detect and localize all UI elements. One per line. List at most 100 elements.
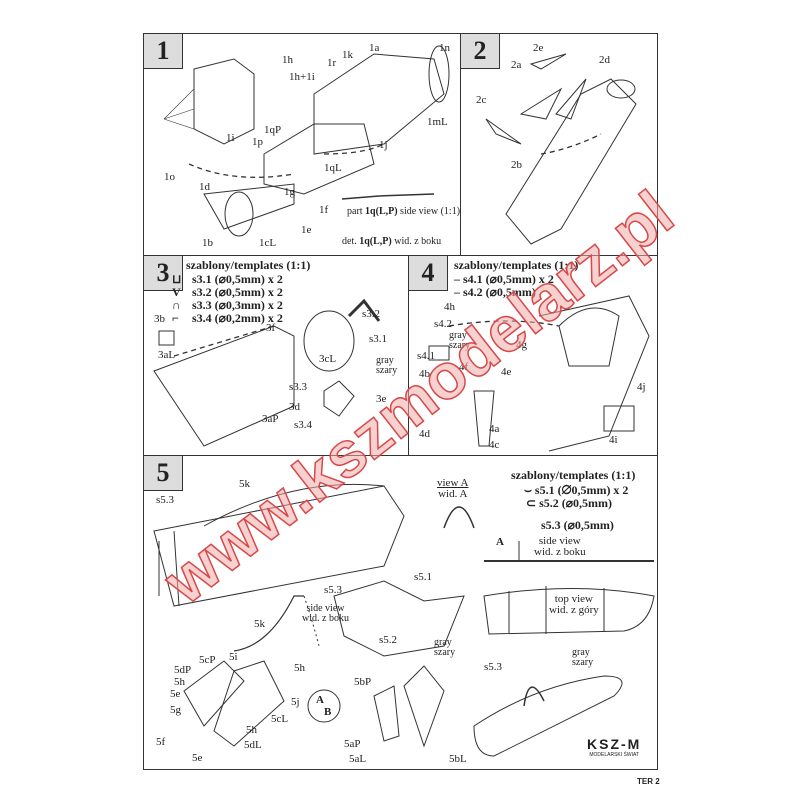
part-label: 1o (164, 171, 175, 183)
part-label: 5aL (349, 753, 367, 765)
step-number: 3 (144, 256, 183, 291)
part-label: s3.3 (289, 381, 308, 393)
part-label: 5e (170, 688, 181, 700)
template-item: ⌐s3.4 (⌀0,2mm) x 2 (172, 311, 283, 325)
canopy-and-harness-drawing (153, 483, 655, 757)
template-item: s5.3 (⌀0,5mm) (541, 518, 614, 532)
part-label: 1qP (264, 124, 282, 136)
part-label: 4g (516, 339, 527, 351)
panel-4: 4 szablony/templates (1:1) – s4.1 (⌀0,5m… (408, 255, 658, 456)
part-label: 3e (376, 393, 387, 405)
part-label: 3aL (158, 349, 176, 361)
page-code: TER 2 (637, 777, 660, 786)
step-number: 1 (144, 34, 183, 69)
part-label: 5f (156, 736, 166, 748)
flip-a-marker: A (316, 694, 324, 706)
part-label: 4b (419, 368, 430, 380)
part-label: 5h (174, 676, 185, 688)
part-label: 4h (444, 301, 455, 313)
part-label: 5j (291, 696, 300, 708)
part-label: 5dL (244, 739, 262, 751)
part-label: 3aP (262, 413, 279, 425)
part-label: 1e (301, 224, 312, 236)
part-label: s3.1 (369, 333, 388, 345)
part-label: s3.2 (362, 308, 381, 320)
part-label: 2d (599, 54, 610, 66)
flip-b-marker: B (324, 706, 332, 718)
template-item: ∩s3.3 (⌀0,3mm) x 2 (172, 298, 283, 312)
panel-5: 5 szablony/templates (1:1) ⌣ s5.1 (⌀0,5m… (143, 455, 658, 770)
templates-title: szablony/templates (1:1) (511, 468, 636, 482)
part-label: 2b (511, 159, 522, 171)
panel-1: 1 1h 1h+1i 1r 1k 1a 1n 1i 1qP 1p 1qL 1j … (143, 33, 461, 256)
part-label: 1i (226, 132, 235, 144)
template-item: ⊔s3.1 (⌀0,5mm) x 2 (172, 272, 283, 286)
part-label: 4c (489, 439, 500, 451)
part-label: 3f (266, 322, 276, 334)
part-label: 5dP (174, 664, 192, 676)
part-label: 5cL (271, 713, 289, 725)
template-item: – s4.1 (⌀0,5mm) x 2 (454, 272, 554, 286)
part-label: s5.2 (379, 634, 398, 646)
part-label: 5cP (199, 654, 216, 666)
part-label: 1h+1i (289, 71, 315, 83)
fuselage-front-drawing (163, 45, 450, 237)
part-label: 1a (369, 42, 380, 54)
part-label: 3cL (319, 353, 337, 365)
part-label: 4d (419, 428, 430, 440)
part-label: 2a (511, 59, 522, 71)
part-label: 1r (327, 57, 337, 69)
part-label: 4f (459, 361, 469, 373)
part-label: 1f (319, 204, 329, 216)
step-number: 5 (144, 456, 183, 491)
template-item: ⊂ s5.2 (⌀0,5mm) (526, 496, 612, 510)
part-label: 2e (533, 42, 544, 54)
part-label: 5k (239, 478, 250, 490)
part-label: 4e (501, 366, 512, 378)
part-label: 4j (637, 381, 646, 393)
panel-3: 3 szablony/templates (1:1) ⊔s3.1 (⌀0,5mm… (143, 255, 409, 456)
side-view-note-pl: det. 1q(L,P) wid. z boku (342, 236, 442, 247)
step-number: 2 (461, 34, 500, 69)
part-label: 1mL (427, 116, 448, 128)
fuselage-drawing (485, 53, 637, 245)
part-label: 5k (254, 618, 265, 630)
part-label: 3d (289, 401, 300, 413)
part-label: 1n (439, 42, 450, 54)
part-label: 2c (476, 94, 487, 106)
template-item: – s4.2 (⌀0,5mm) (454, 285, 536, 299)
marker-a: A (496, 536, 504, 548)
part-label: 5i (229, 651, 238, 663)
part-label: 5h (294, 662, 305, 674)
part-label: s4.2 (434, 318, 453, 330)
part-label: 1cL (259, 237, 277, 249)
part-label: 4a (489, 423, 500, 435)
side-view-note: part 1q(L,P) side view (1:1) (347, 206, 461, 217)
part-label: 5aP (344, 738, 361, 750)
templates-title: szablony/templates (1:1) (186, 258, 311, 272)
part-label: 1h (282, 54, 293, 66)
part-label: 4i (609, 434, 618, 446)
part-label: 1j (379, 139, 388, 151)
part-label: 1qL (324, 162, 342, 174)
templates-title: szablony/templates (1:1) (454, 258, 579, 272)
part-label: 1g (284, 186, 295, 198)
part-label: s4.1 (417, 350, 436, 362)
ksz-m-logo: KSZ-M MODELARSKI ŚWIAT (587, 736, 642, 758)
part-label: 3b (154, 313, 165, 325)
step-number: 4 (409, 256, 448, 291)
panel-2: 2 2e 2a 2d 2c 2b (460, 33, 658, 256)
part-label: 5bL (449, 753, 467, 765)
part-label: 1b (202, 237, 213, 249)
cockpit-drawing (153, 298, 381, 447)
part-label: 1p (252, 136, 263, 148)
part-label: s5.3 (156, 494, 175, 506)
